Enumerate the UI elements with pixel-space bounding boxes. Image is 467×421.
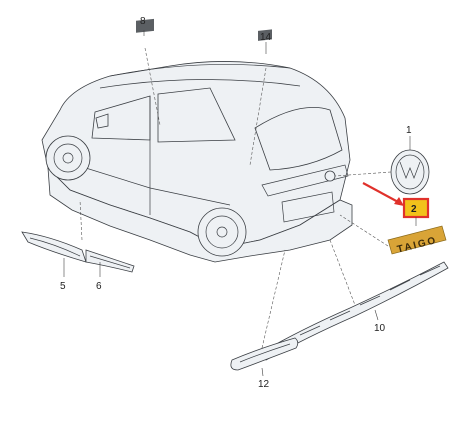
car-illustration <box>41 61 353 263</box>
callout-12: 12 <box>258 379 270 390</box>
callout-1: 1 <box>406 125 412 136</box>
part-2-highlight: 2 <box>362 182 430 226</box>
callout-8: 8 <box>140 16 146 27</box>
part-2-badge: TAIGO <box>339 214 447 256</box>
callout-10: 10 <box>374 323 386 334</box>
red-arrow <box>362 182 401 204</box>
part-8-sticker: 8 <box>136 16 161 126</box>
part-10-trim-strip: 10 <box>261 239 449 361</box>
callout-14: 14 <box>260 32 272 43</box>
part-5-trim: 5 <box>21 231 87 292</box>
part-12-reflector: 12 <box>230 249 299 390</box>
part-14-sticker: 14 <box>249 29 272 166</box>
part-1-emblem: 1 <box>334 125 430 195</box>
callout-5: 5 <box>60 281 66 292</box>
part-6-trim: 6 <box>79 199 135 292</box>
callout-2: 2 <box>411 204 417 215</box>
red-arrow-head <box>394 197 404 206</box>
callout-6: 6 <box>96 281 102 292</box>
